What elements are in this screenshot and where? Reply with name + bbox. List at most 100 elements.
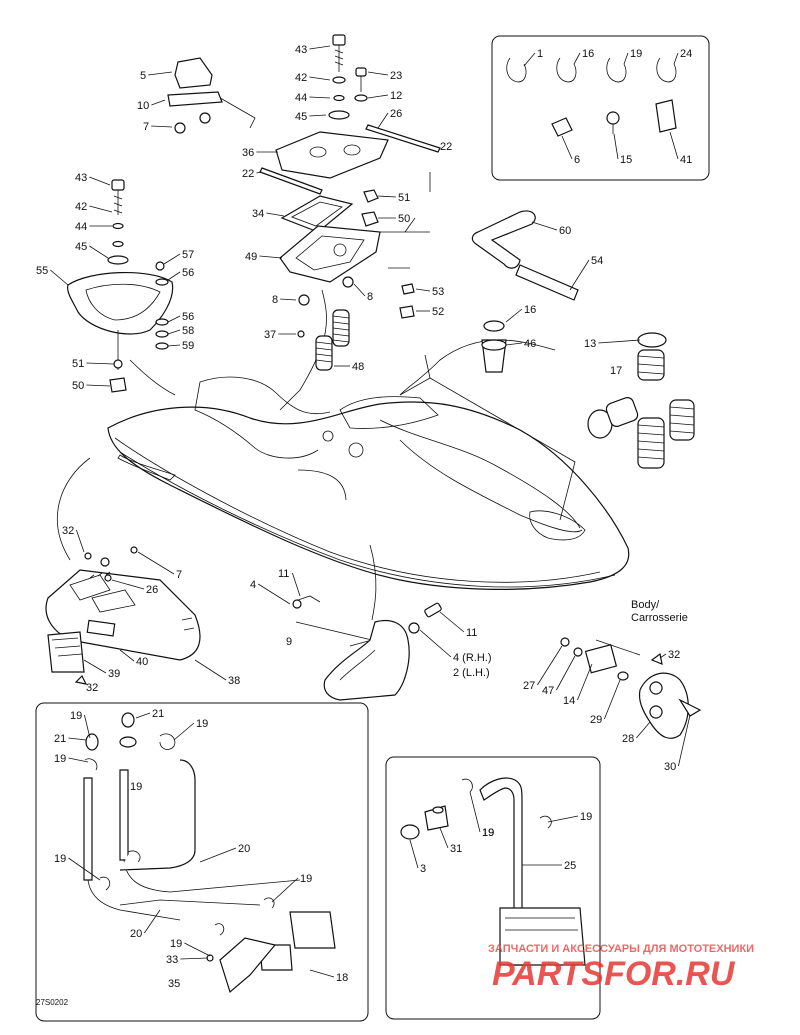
leader-42b: [89, 205, 113, 213]
leader-19g: [271, 877, 299, 903]
callout-16a: 16: [582, 48, 594, 60]
watermark-tagline: ЗАПЧАСТИ И АКСЕССУАРЫ ДЛЯ МОТОТЕХНИКИ: [488, 943, 754, 955]
leader-22b: [256, 171, 263, 174]
leader-30: [678, 714, 691, 767]
leader-43a: [309, 45, 331, 50]
leader-33: [180, 957, 209, 960]
leader-7b: [137, 551, 175, 575]
callout-49: 49: [245, 251, 257, 263]
callout-43a: 43: [295, 44, 307, 56]
callout-43b: 43: [75, 172, 87, 184]
callout-27: 27: [523, 680, 535, 692]
callout-13: 13: [584, 338, 596, 350]
callout-26b: 26: [146, 584, 158, 596]
leader-1: [523, 52, 536, 67]
callout-6: 6: [574, 154, 580, 166]
callout-19k: 19: [482, 827, 494, 839]
leader-6: [561, 135, 573, 160]
callout-40: 40: [136, 656, 148, 668]
callout-50b: 50: [72, 380, 84, 392]
leader-8a: [280, 298, 297, 301]
leader-44a: [309, 96, 331, 99]
nuts-53-52: [399, 283, 415, 319]
callout-46: 46: [524, 338, 536, 350]
leader-7a: [151, 125, 173, 128]
body-label-fr: Carrosserie: [631, 612, 688, 624]
leader-10: [151, 99, 166, 106]
clamp-inset-box: [491, 35, 710, 181]
leader-56b: [167, 315, 181, 323]
drawing-code: 27S0202: [36, 998, 69, 1007]
leader-60: [531, 221, 558, 231]
leader-24: [673, 52, 679, 65]
callout-17: 17: [610, 365, 622, 377]
callout-1: 1: [537, 48, 543, 60]
callout-20a: 20: [238, 843, 250, 855]
callout-11b: 11: [466, 627, 477, 639]
leader-31: [439, 827, 449, 849]
leader-23: [367, 71, 389, 76]
steering-plate-49: [279, 225, 381, 283]
leader-19i: [547, 815, 579, 823]
callout-51b: 51: [72, 358, 84, 370]
leader-12: [367, 94, 389, 99]
hose-inset-parts: [83, 712, 336, 994]
valve-46: [481, 320, 507, 373]
callout-19g: 19: [300, 873, 312, 885]
leader-19b: [84, 714, 91, 739]
leader-32c: [659, 653, 667, 659]
callout-19e: 19: [130, 781, 142, 793]
callout-30: 30: [664, 761, 676, 773]
leader-20a: [199, 847, 237, 863]
leader-45a: [309, 114, 327, 117]
leader-56a: [167, 271, 181, 281]
leader-lines: [50, 45, 691, 978]
callout-55: 55: [36, 265, 48, 277]
caps-13-17: [587, 332, 695, 469]
callout-19i: 19: [580, 811, 592, 823]
leader-47: [556, 655, 576, 691]
callout-38: 38: [228, 675, 240, 687]
leader-58: [167, 329, 181, 335]
callout-53: 53: [432, 286, 444, 298]
top-bracket-5: [167, 57, 223, 134]
callout-32b: 32: [86, 682, 98, 694]
callout-4rh: 4 (R.H.): [453, 652, 492, 664]
leader-39: [83, 659, 107, 674]
callout-7b: 7: [176, 569, 182, 581]
callout-45b: 45: [75, 241, 87, 253]
vent-inset-parts: [400, 777, 586, 966]
callout-56b: 56: [182, 311, 194, 323]
leader-21b: [68, 737, 87, 741]
hull-body: [107, 376, 630, 590]
callout-50a: 50: [398, 213, 410, 225]
leader-15: [613, 133, 619, 160]
callout-48: 48: [352, 361, 364, 373]
callout-57: 57: [182, 249, 194, 261]
callout-19j: 19: [482, 827, 494, 839]
callout-10: 10: [137, 100, 149, 112]
callout-51a: 51: [398, 192, 410, 204]
callout-44b: 44: [75, 221, 87, 233]
leader-19h: [184, 942, 211, 957]
callout-56a: 56: [182, 267, 194, 279]
bolt-stack-43-45-center: [328, 34, 368, 120]
grab-handle-55: [67, 179, 174, 393]
callout-14: 14: [563, 695, 575, 707]
leader-34: [266, 212, 285, 217]
leader-3: [409, 839, 419, 869]
callout-26a: 26: [390, 108, 402, 120]
callout-18: 18: [336, 972, 348, 984]
clamps-inset: [506, 57, 677, 137]
leader-16b: [505, 308, 523, 323]
callout-21b: 21: [54, 733, 66, 745]
watermark-logo: PARTSFOR.RU: [492, 955, 736, 993]
callout-32a: 32: [62, 525, 74, 537]
body-label-en: Body/: [631, 599, 660, 611]
leader-51b: [86, 362, 115, 365]
leader-54: [569, 259, 590, 291]
callout-34: 34: [252, 208, 264, 220]
battery-vent-inset-box: [385, 756, 601, 1020]
leader-57: [163, 253, 181, 265]
